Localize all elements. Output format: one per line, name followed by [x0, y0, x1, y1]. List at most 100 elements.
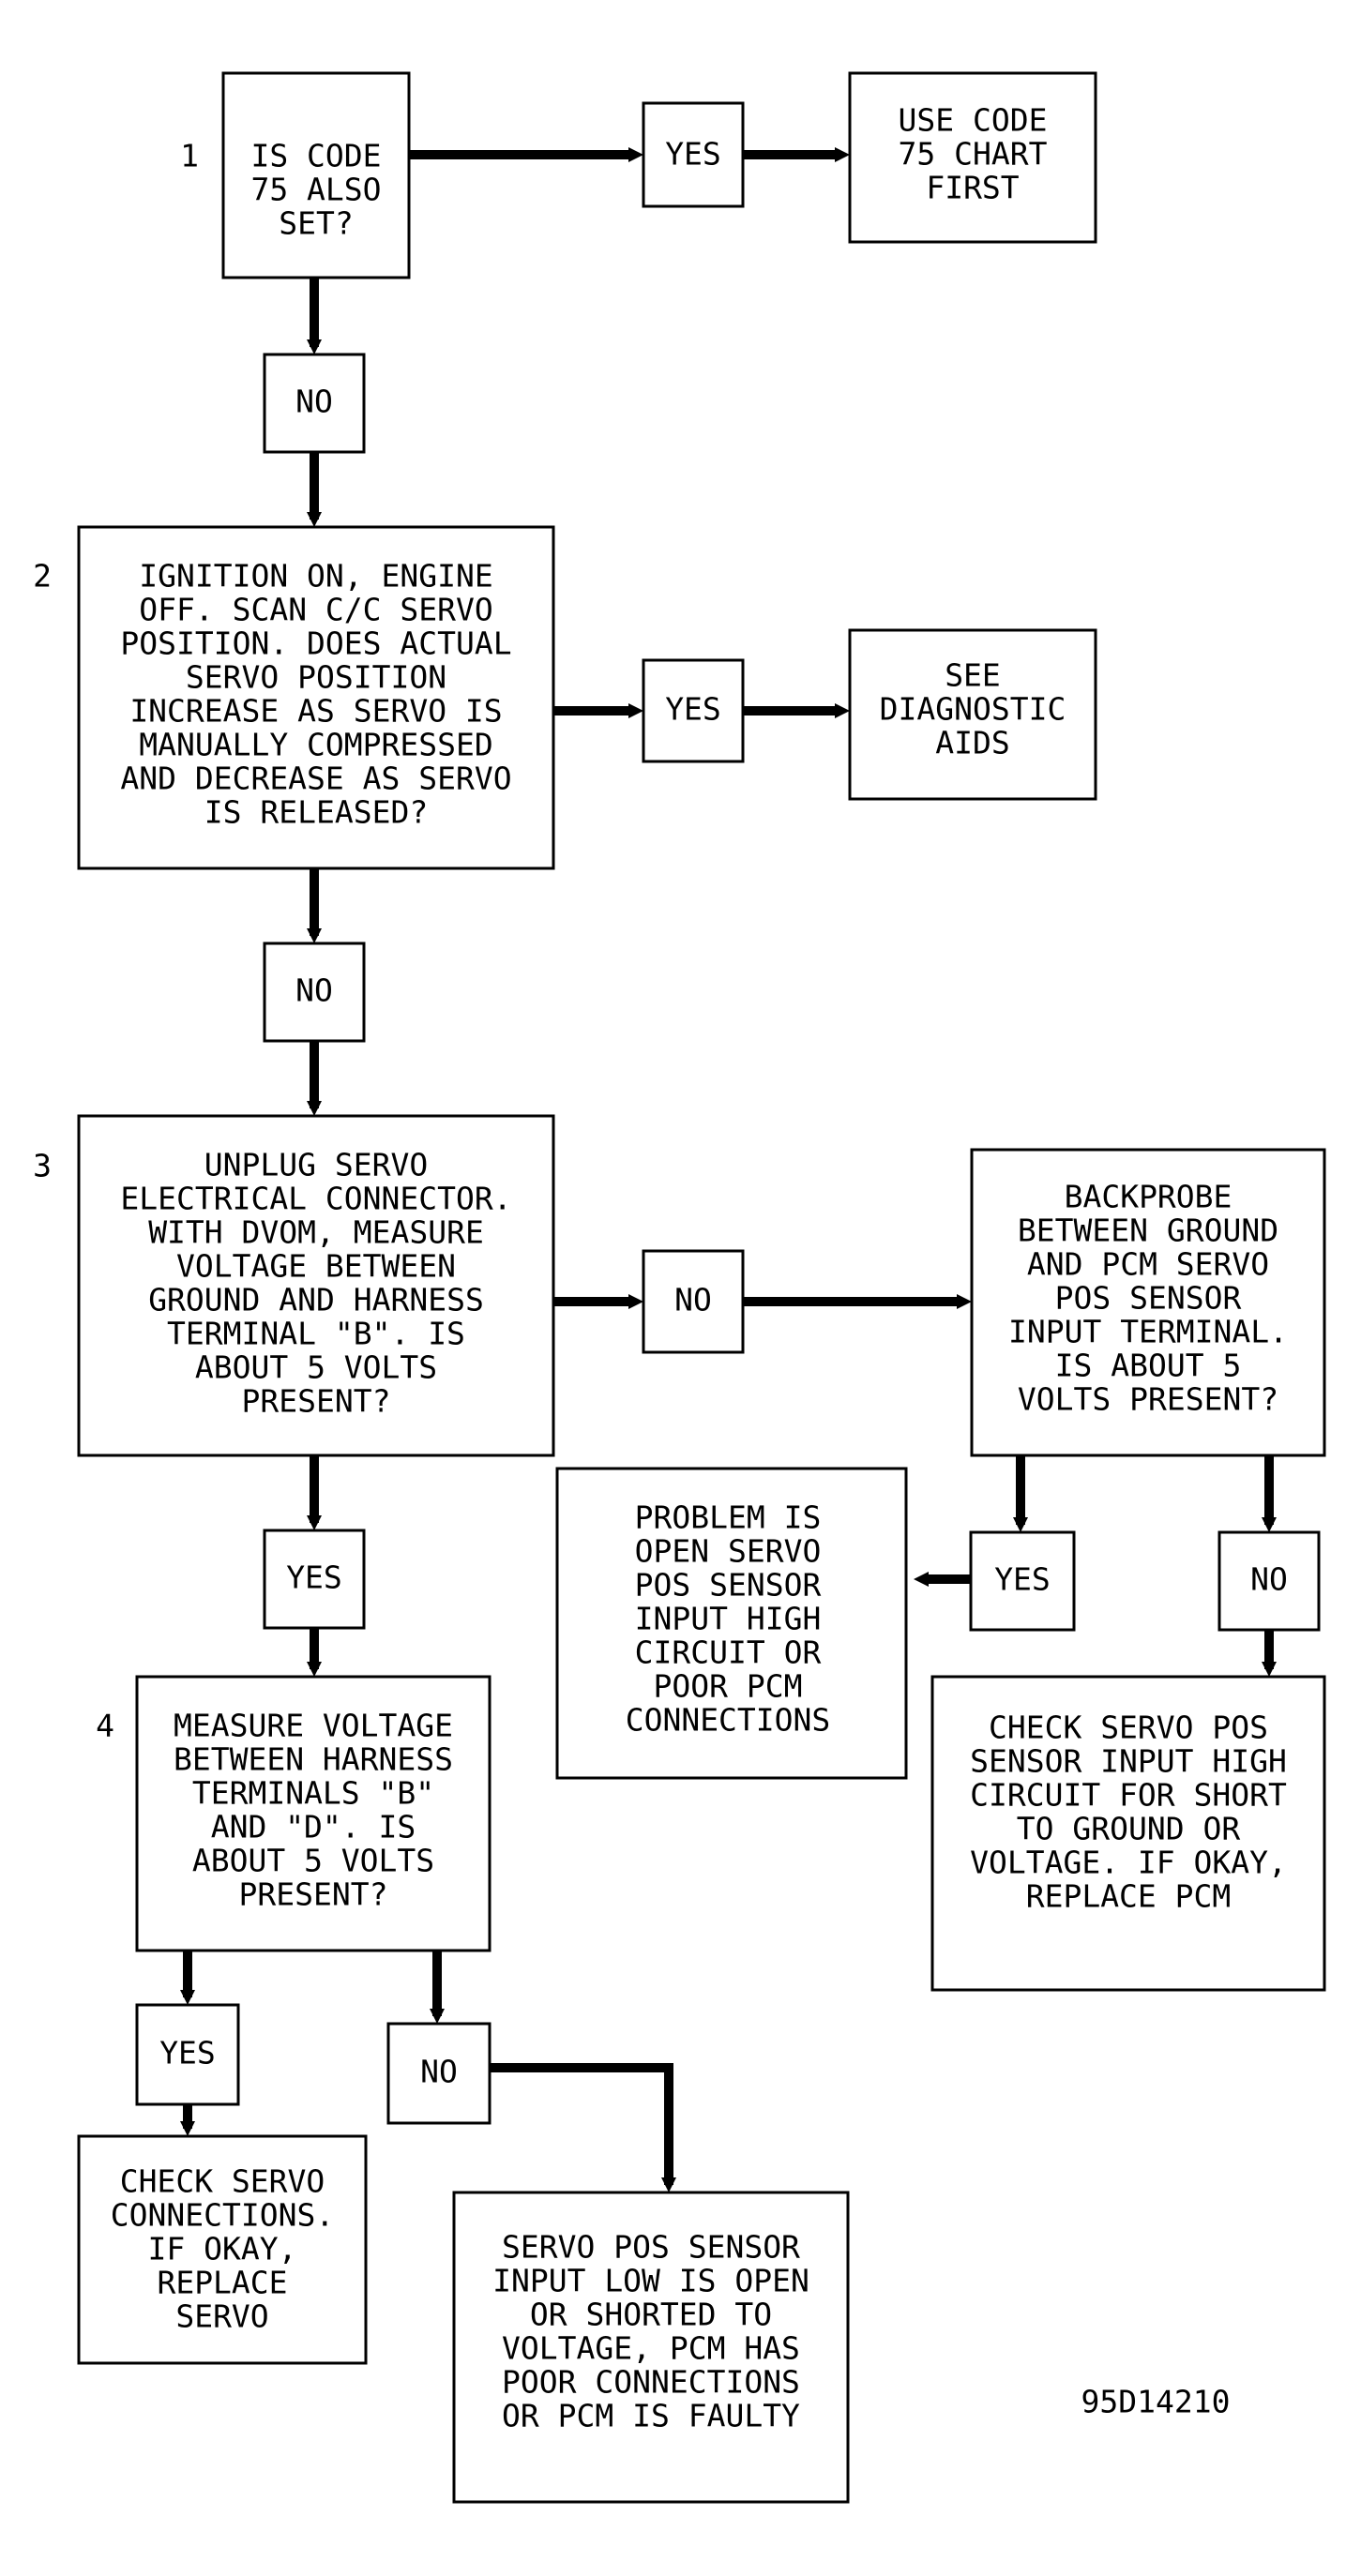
backprobe-step: BACKPROBE BETWEEN GROUND AND PCM SERVO P… [970, 1148, 1326, 1457]
yes-label: YES [665, 691, 721, 728]
yes-box [642, 658, 745, 763]
yes-label: YES [286, 1559, 342, 1596]
arrowhead [180, 2121, 195, 2136]
connector [490, 2063, 673, 2185]
result-text-line: SEE [945, 657, 1001, 694]
result-text-line: CIRCUIT OR [635, 1634, 822, 1671]
result-text-line: IF OKAY, [148, 2231, 297, 2267]
step-text-line: UNPLUG SERVO [204, 1147, 428, 1183]
result-text-line: REPLACE [157, 2265, 287, 2301]
step-text-line: PRESENT? [239, 1876, 388, 1913]
step-box [77, 525, 555, 870]
step-text-line: GROUND AND HARNESS [148, 1282, 484, 1318]
figure-id: 95D14210 [1081, 2384, 1231, 2420]
label-yes-2: YES [642, 658, 745, 763]
step-text-line: ABOUT 5 VOLTS [195, 1349, 437, 1386]
arrowhead [307, 1515, 322, 1530]
no-label: NO [420, 2054, 458, 2090]
step-text-line: IS CODE [250, 138, 381, 174]
connectors [183, 150, 1274, 2185]
result-text-line: OR SHORTED TO [530, 2297, 772, 2333]
no-label: NO [295, 384, 333, 420]
step-text-line: ELECTRICAL CONNECTOR. [120, 1181, 511, 1217]
yes-label: YES [665, 136, 721, 173]
step-text-line: TERMINAL "B". IS [167, 1316, 465, 1352]
result-text-line: 75 CHART [899, 136, 1048, 173]
label-yes-4: YES [969, 1530, 1076, 1632]
arrowhead [1013, 1517, 1028, 1532]
step-text-line: MANUALLY COMPRESSED [139, 727, 493, 763]
arrowhead [628, 147, 643, 162]
result-servo-pos-sensor-low: SERVO POS SENSOR INPUT LOW IS OPEN OR SH… [452, 2191, 850, 2504]
result-text-line: IS ABOUT 5 [1055, 1348, 1242, 1384]
result-box [930, 1675, 1326, 1992]
result-text-line: USE CODE [899, 102, 1048, 139]
result-use-code-75: USE CODE 75 CHART FIRST [848, 71, 1097, 244]
result-text-line: CIRCUIT FOR SHORT [970, 1777, 1287, 1814]
result-problem-open-servo: PROBLEM IS OPEN SERVO POS SENSOR INPUT H… [555, 1467, 908, 1780]
step-text-line: AND DECREASE AS SERVO [120, 761, 511, 797]
step-text-line: 75 ALSO [250, 172, 381, 208]
arrowhead [1262, 1662, 1277, 1677]
step-box [135, 1675, 491, 1952]
result-box [555, 1467, 908, 1780]
result-text-line: SERVO POS SENSOR [502, 2229, 800, 2266]
no-box [1217, 1530, 1321, 1632]
result-text-line: CONNECTIONS. [111, 2197, 334, 2234]
step-text-line: BETWEEN HARNESS [174, 1741, 453, 1778]
step-number: 4 [96, 1708, 114, 1744]
label-no-4: NO [1217, 1530, 1321, 1632]
arrowhead [307, 1101, 322, 1116]
step-1: 1 IS CODE 75 ALSO SET? [180, 71, 411, 279]
step-2: 2 IGNITION ON, ENGINE OFF. SCAN C/C SERV… [33, 525, 555, 870]
result-text-line: SENSOR INPUT HIGH [970, 1743, 1287, 1780]
yes-box [642, 101, 745, 208]
result-text-line: BETWEEN GROUND [1018, 1213, 1278, 1249]
result-text-line: OPEN SERVO [635, 1533, 822, 1570]
yes-box [135, 2003, 240, 2106]
result-text-line: AIDS [935, 725, 1009, 761]
arrowhead [957, 1294, 972, 1309]
result-text-line: OR PCM IS FAULTY [502, 2398, 800, 2434]
step-text-line: MEASURE VOLTAGE [174, 1708, 453, 1744]
result-box [848, 71, 1097, 244]
step-text-line: WITH DVOM, MEASURE [148, 1214, 484, 1251]
no-label: NO [295, 972, 333, 1009]
result-text-line: CONNECTIONS [626, 1702, 831, 1739]
arrowhead [835, 703, 850, 718]
yes-box [969, 1530, 1076, 1632]
step-text-line: OFF. SCAN C/C SERVO [139, 592, 493, 628]
result-text-line: POOR CONNECTIONS [502, 2364, 800, 2401]
step-text-line: SERVO POSITION [186, 659, 446, 696]
step-number: 3 [33, 1148, 52, 1184]
arrowhead [307, 512, 322, 527]
result-text-line: INPUT HIGH [635, 1601, 822, 1637]
arrowhead [661, 2177, 676, 2192]
step-4: 4 MEASURE VOLTAGE BETWEEN HARNESS TERMIN… [96, 1675, 491, 1952]
arrowhead [628, 703, 643, 718]
label-yes-3: YES [263, 1529, 366, 1630]
result-check-servo-connections: CHECK SERVO CONNECTIONS. IF OKAY, REPLAC… [77, 2134, 368, 2365]
step-text-line: INCREASE AS SERVO IS [129, 693, 502, 730]
label-no-2: NO [263, 942, 366, 1043]
step-text-line: IGNITION ON, ENGINE [139, 558, 493, 595]
arrowhead [430, 2009, 445, 2024]
result-text-line: BACKPROBE [1065, 1179, 1232, 1215]
result-see-diagnostic-aids: SEE DIAGNOSTIC AIDS [848, 628, 1097, 801]
result-text-line: VOLTAGE, PCM HAS [502, 2330, 800, 2367]
step-text-line: TERMINALS "B" [192, 1775, 434, 1812]
result-text-line: POS SENSOR [635, 1567, 822, 1604]
result-text-line: VOLTAGE. IF OKAY, [970, 1845, 1287, 1881]
result-box [848, 628, 1097, 801]
step-text-line: IS RELEASED? [204, 794, 428, 831]
step-3: 3 UNPLUG SERVO ELECTRICAL CONNECTOR. WIT… [33, 1114, 555, 1457]
arrowhead [1262, 1517, 1277, 1532]
result-text-line: VOLTS PRESENT? [1018, 1381, 1278, 1418]
label-no-3: NO [642, 1249, 745, 1354]
result-text-line: AND PCM SERVO [1027, 1246, 1269, 1283]
step-box [77, 1114, 555, 1457]
step-box [221, 71, 411, 279]
step-number: 1 [180, 138, 199, 174]
result-text-line: DIAGNOSTIC [880, 691, 1066, 728]
